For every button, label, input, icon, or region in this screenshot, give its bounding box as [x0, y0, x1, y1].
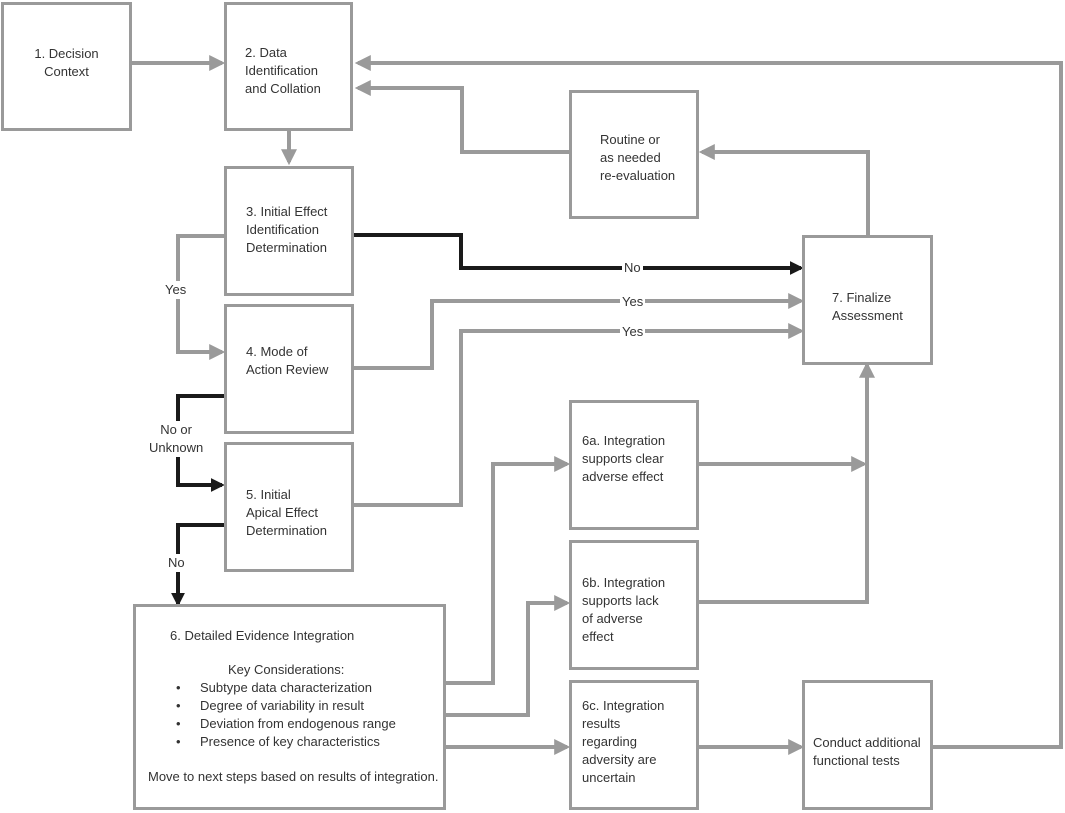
label-no-or-unknown: No or Unknown — [147, 421, 206, 457]
arrow-5-to-6-no — [171, 523, 226, 607]
key-considerations-heading: Key Considerations: — [228, 662, 345, 677]
box-finalize-assessment-text: 7. Finalize Assessment — [832, 290, 903, 323]
box-integration-6a: 6a. Integration supports clear adverse e… — [569, 400, 699, 530]
label-no-left: No — [166, 554, 187, 572]
consideration-item: Deviation from endogenous range — [176, 715, 396, 733]
box-integration-6b: 6b. Integration supports lack of adverse… — [569, 540, 699, 670]
detailed-evidence-footer: Move to next steps based on results of i… — [148, 769, 439, 784]
box-data-identification: 2. Data Identification and Collation — [224, 2, 353, 131]
box-routine-reevaluation-text: Routine or as needed re-evaluation — [600, 132, 676, 183]
consideration-item: Degree of variability in result — [176, 697, 396, 715]
detailed-evidence-title: 6. Detailed Evidence Integration — [170, 628, 355, 643]
arrow-6b-to-7 — [698, 361, 875, 604]
box-routine-reevaluation: Routine or as needed re-evaluation — [569, 90, 699, 219]
box-finalize-assessment: 7. Finalize Assessment — [802, 235, 933, 365]
arrow-3-to-7-no — [353, 233, 804, 275]
box-integration-6c: 6c. Integration results regarding advers… — [569, 680, 699, 810]
label-no-right: No — [622, 259, 643, 277]
consideration-item: Subtype data characterization — [176, 679, 396, 697]
box-mode-of-action: 4. Mode of Action Review — [224, 304, 354, 434]
box-functional-tests-text: Conduct additional functional tests — [813, 735, 921, 768]
arrow-6-to-6b — [445, 595, 571, 717]
box-initial-apical: 5. Initial Apical Effect Determination — [224, 442, 354, 572]
label-yes-left: Yes — [163, 281, 189, 299]
label-yes-right-2: Yes — [620, 323, 646, 341]
box-functional-tests: Conduct additional functional tests — [802, 680, 933, 810]
arrow-7-to-routine — [698, 144, 870, 236]
label-yes-right-1: Yes — [620, 293, 646, 311]
arrow-routine-to-2 — [354, 80, 570, 154]
arrow-functional-to-2 — [354, 55, 1063, 749]
box-mode-of-action-text: 4. Mode of Action Review — [246, 344, 329, 377]
box-decision-context-text: 1. Decision Context — [34, 46, 99, 79]
arrow-4-to-7-yes — [353, 293, 805, 370]
box-detailed-evidence: 6. Detailed Evidence Integration Key Con… — [133, 604, 446, 810]
box-initial-effect: 3. Initial Effect Identification Determi… — [224, 166, 354, 296]
box-integration-6a-text: 6a. Integration supports clear adverse e… — [582, 433, 666, 484]
box-initial-effect-text: 3. Initial Effect Identification Determi… — [246, 204, 328, 255]
arrow-6-to-6a — [445, 456, 571, 685]
box-initial-apical-text: 5. Initial Apical Effect Determination — [246, 487, 327, 538]
box-decision-context: 1. Decision Context — [1, 2, 132, 131]
box-integration-6b-text: 6b. Integration supports lack of adverse… — [582, 575, 666, 644]
box-integration-6c-text: 6c. Integration results regarding advers… — [582, 698, 665, 785]
consideration-item: Presence of key characteristics — [176, 733, 396, 751]
key-considerations-list: Subtype data characterization Degree of … — [176, 679, 396, 751]
box-data-identification-text: 2. Data Identification and Collation — [245, 45, 321, 96]
